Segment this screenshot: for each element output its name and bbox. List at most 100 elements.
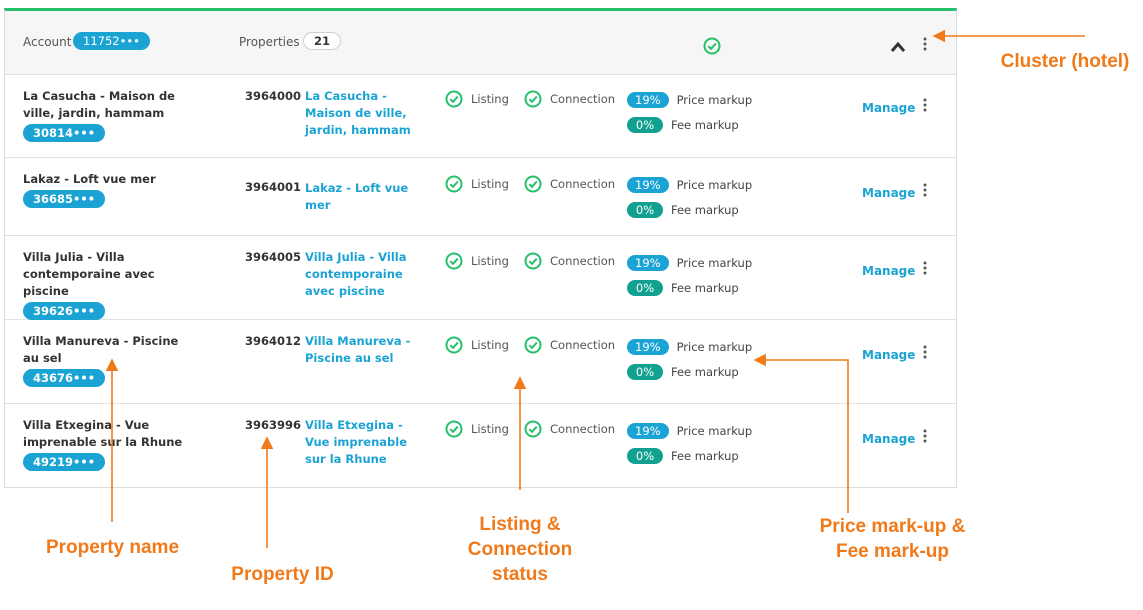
annotation-markup: Price mark-up & Fee mark-up — [819, 516, 966, 562]
cluster-panel: Account 11752••• Properties 21 La Casuch… — [4, 8, 957, 488]
connection-label: Connection — [550, 92, 616, 106]
property-code-badge: 39626••• — [23, 302, 106, 320]
price-markup-label: Price markup — [676, 93, 753, 107]
check-circle-icon — [445, 175, 463, 193]
fee-markup-badge: 0% — [627, 117, 663, 133]
kebab-icon[interactable] — [922, 97, 928, 113]
property-id: 3964012 — [245, 334, 302, 348]
kebab-icon[interactable] — [922, 182, 928, 198]
listing-label: Listing — [471, 177, 509, 191]
connection-label: Connection — [550, 422, 616, 436]
annotation-property-id: Property ID — [231, 564, 334, 585]
price-markup-badge: 19% — [627, 92, 669, 108]
price-markup: 19% Price markup — [627, 255, 752, 271]
fee-markup: 0% Fee markup — [627, 117, 739, 133]
property-id: 3964000 — [245, 89, 302, 103]
fee-markup: 0%Fee markup — [627, 448, 739, 464]
manage-link[interactable]: Manage — [862, 186, 916, 200]
check-circle-icon — [524, 336, 542, 354]
price-markup-badge: 19% — [627, 177, 669, 193]
property-id: 3964001 — [245, 180, 302, 194]
connection-label: Connection — [550, 338, 616, 352]
price-markup-badge: 19% — [627, 423, 669, 439]
listing-label: Listing — [471, 92, 509, 106]
price-markup-badge: 19% — [627, 339, 669, 355]
kebab-icon[interactable] — [922, 344, 928, 360]
account-label: Account — [23, 35, 72, 49]
properties-label: Properties — [239, 35, 300, 49]
property-link[interactable]: La Casucha - Maison de ville, jardin, ha… — [305, 89, 411, 137]
arrow-markup — [753, 353, 849, 513]
property-link[interactable]: Villa Manureva - Piscine au sel — [305, 334, 411, 365]
manage-link[interactable]: Manage — [862, 432, 916, 446]
annotation-property-name: Property name — [45, 537, 180, 558]
check-circle-icon — [524, 90, 542, 108]
price-markup-badge: 19% — [627, 255, 669, 271]
property-name: Villa Etxegina - Vue imprenable sur la R… — [23, 418, 183, 449]
property-name: Villa Manureva - Piscine au sel — [23, 334, 179, 365]
connection-label: Connection — [550, 254, 616, 268]
fee-markup-label: Fee markup — [671, 365, 739, 379]
property-code-badge: 43676••• — [23, 369, 106, 387]
fee-markup-badge: 0% — [627, 280, 663, 296]
kebab-icon[interactable] — [922, 428, 928, 444]
manage-link[interactable]: Manage — [862, 101, 916, 115]
price-markup: 19% Price markup — [627, 177, 752, 193]
annotation-cluster: Cluster (hotel) — [1000, 51, 1130, 72]
listing-label: Listing — [471, 338, 509, 352]
check-circle-icon — [703, 37, 721, 55]
price-markup-label: Price markup — [676, 256, 753, 270]
kebab-icon[interactable] — [922, 36, 928, 56]
property-id: 3963996 — [245, 418, 302, 432]
connection-status: Connection — [524, 252, 615, 270]
fee-markup-label: Fee markup — [671, 449, 739, 463]
fee-markup-label: Fee markup — [671, 203, 739, 217]
property-code-badge: 30814••• — [23, 124, 106, 142]
check-circle-icon — [524, 420, 542, 438]
kebab-icon[interactable] — [922, 260, 928, 276]
annotation-status: Listing & Connection status — [467, 514, 573, 585]
table-row: Villa Julia - Villa contemporaine avec p… — [5, 236, 956, 320]
properties-count-badge: 21 — [303, 32, 342, 50]
property-name: Villa Julia - Villa contemporaine avec p… — [23, 250, 155, 298]
price-markup-label: Price markup — [676, 178, 753, 192]
property-code-badge: 49219••• — [23, 453, 106, 471]
manage-link[interactable]: Manage — [862, 264, 916, 278]
chevron-up-icon[interactable] — [890, 38, 906, 57]
connection-status: Connection — [524, 420, 615, 438]
check-circle-icon — [445, 420, 463, 438]
fee-markup-badge: 0% — [627, 202, 663, 218]
property-link[interactable]: Lakaz - Loft vue mer — [305, 181, 409, 212]
property-name: Lakaz - Loft vue mer — [23, 172, 156, 186]
fee-markup-badge: 0% — [627, 364, 663, 380]
table-row: Villa Etxegina - Vue imprenable sur la R… — [5, 404, 956, 487]
price-markup: 19%Price markup — [627, 423, 752, 439]
listing-status: Listing — [445, 252, 509, 270]
listing-status: Listing — [445, 420, 509, 438]
price-markup: 19% Price markup — [627, 92, 752, 108]
cluster-header[interactable]: Account 11752••• Properties 21 — [5, 11, 956, 75]
connection-status: Connection — [524, 336, 615, 354]
price-markup-label: Price markup — [676, 340, 753, 354]
listing-label: Listing — [471, 422, 509, 436]
property-link[interactable]: Villa Julia - Villa contemporaine avec p… — [305, 250, 407, 298]
check-circle-icon — [524, 252, 542, 270]
fee-markup: 0% Fee markup — [627, 202, 739, 218]
connection-status: Connection — [524, 175, 615, 193]
check-circle-icon — [524, 175, 542, 193]
property-code-badge: 36685••• — [23, 190, 106, 208]
listing-status: Listing — [445, 90, 509, 108]
account-badge: 11752••• — [73, 32, 150, 50]
price-markup: 19% Price markup — [627, 339, 752, 355]
connection-label: Connection — [550, 177, 616, 191]
listing-label: Listing — [471, 254, 509, 268]
check-circle-icon — [445, 252, 463, 270]
table-row: Lakaz - Loft vue mer 36685••• 3964001 Lak… — [5, 158, 956, 236]
check-circle-icon — [445, 90, 463, 108]
fee-markup-label: Fee markup — [671, 118, 739, 132]
property-id: 3964005 — [245, 250, 302, 264]
manage-link[interactable]: Manage — [862, 348, 916, 362]
property-link[interactable]: Villa Etxegina - Vue imprenable sur la R… — [305, 418, 408, 466]
